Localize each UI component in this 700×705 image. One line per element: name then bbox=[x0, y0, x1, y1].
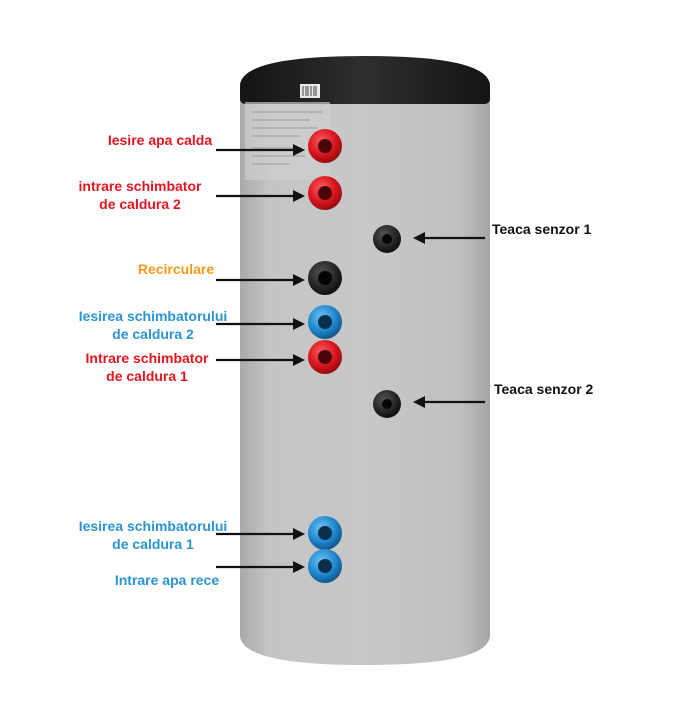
arrow-recirculation bbox=[216, 274, 305, 286]
label-heat-exchanger-1-inlet: Intrare schimbator de caldura 1 bbox=[85, 350, 209, 384]
label-hot-water-outlet: Iesire apa calda bbox=[107, 132, 213, 148]
port-sensor-sleeve-1 bbox=[373, 225, 401, 253]
port-heat-exchanger-1-outlet bbox=[308, 516, 342, 550]
label-cold-water-inlet: Intrare apa rece bbox=[114, 572, 220, 588]
arrow-hot-water-outlet bbox=[216, 144, 305, 156]
barcode-sticker bbox=[300, 84, 320, 98]
port-hot-water-outlet bbox=[308, 129, 342, 163]
port-heat-exchanger-1-inlet bbox=[308, 340, 342, 374]
port-heat-exchanger-2-outlet bbox=[308, 305, 342, 339]
tank-body bbox=[240, 82, 490, 665]
arrow-heat-exchanger-1-outlet bbox=[216, 528, 305, 540]
product-label-sticker bbox=[245, 102, 330, 180]
arrow-heat-exchanger-2-outlet bbox=[216, 318, 305, 330]
port-cold-water-inlet bbox=[308, 549, 342, 583]
label-heat-exchanger-1-outlet: Iesirea schimbatorului de caldura 1 bbox=[78, 518, 228, 552]
port-recirculation bbox=[308, 261, 342, 295]
arrow-heat-exchanger-2-inlet bbox=[216, 190, 305, 202]
arrow-sensor-sleeve-1 bbox=[413, 232, 485, 244]
label-sensor-sleeve-2: Teaca senzor 2 bbox=[494, 381, 594, 397]
tank-top-cap bbox=[240, 56, 490, 104]
label-heat-exchanger-2-outlet: Iesirea schimbatorului de caldura 2 bbox=[78, 308, 228, 342]
barcode-icon bbox=[302, 86, 317, 96]
label-recirculation: Recirculare bbox=[137, 261, 215, 277]
label-heat-exchanger-2-inlet: intrare schimbator de caldura 2 bbox=[78, 178, 202, 212]
label-sensor-sleeve-1: Teaca senzor 1 bbox=[492, 221, 592, 237]
arrow-sensor-sleeve-2 bbox=[413, 396, 485, 408]
arrow-cold-water-inlet bbox=[216, 561, 305, 573]
arrow-heat-exchanger-1-inlet bbox=[216, 354, 305, 366]
port-sensor-sleeve-2 bbox=[373, 390, 401, 418]
port-heat-exchanger-2-inlet bbox=[308, 176, 342, 210]
